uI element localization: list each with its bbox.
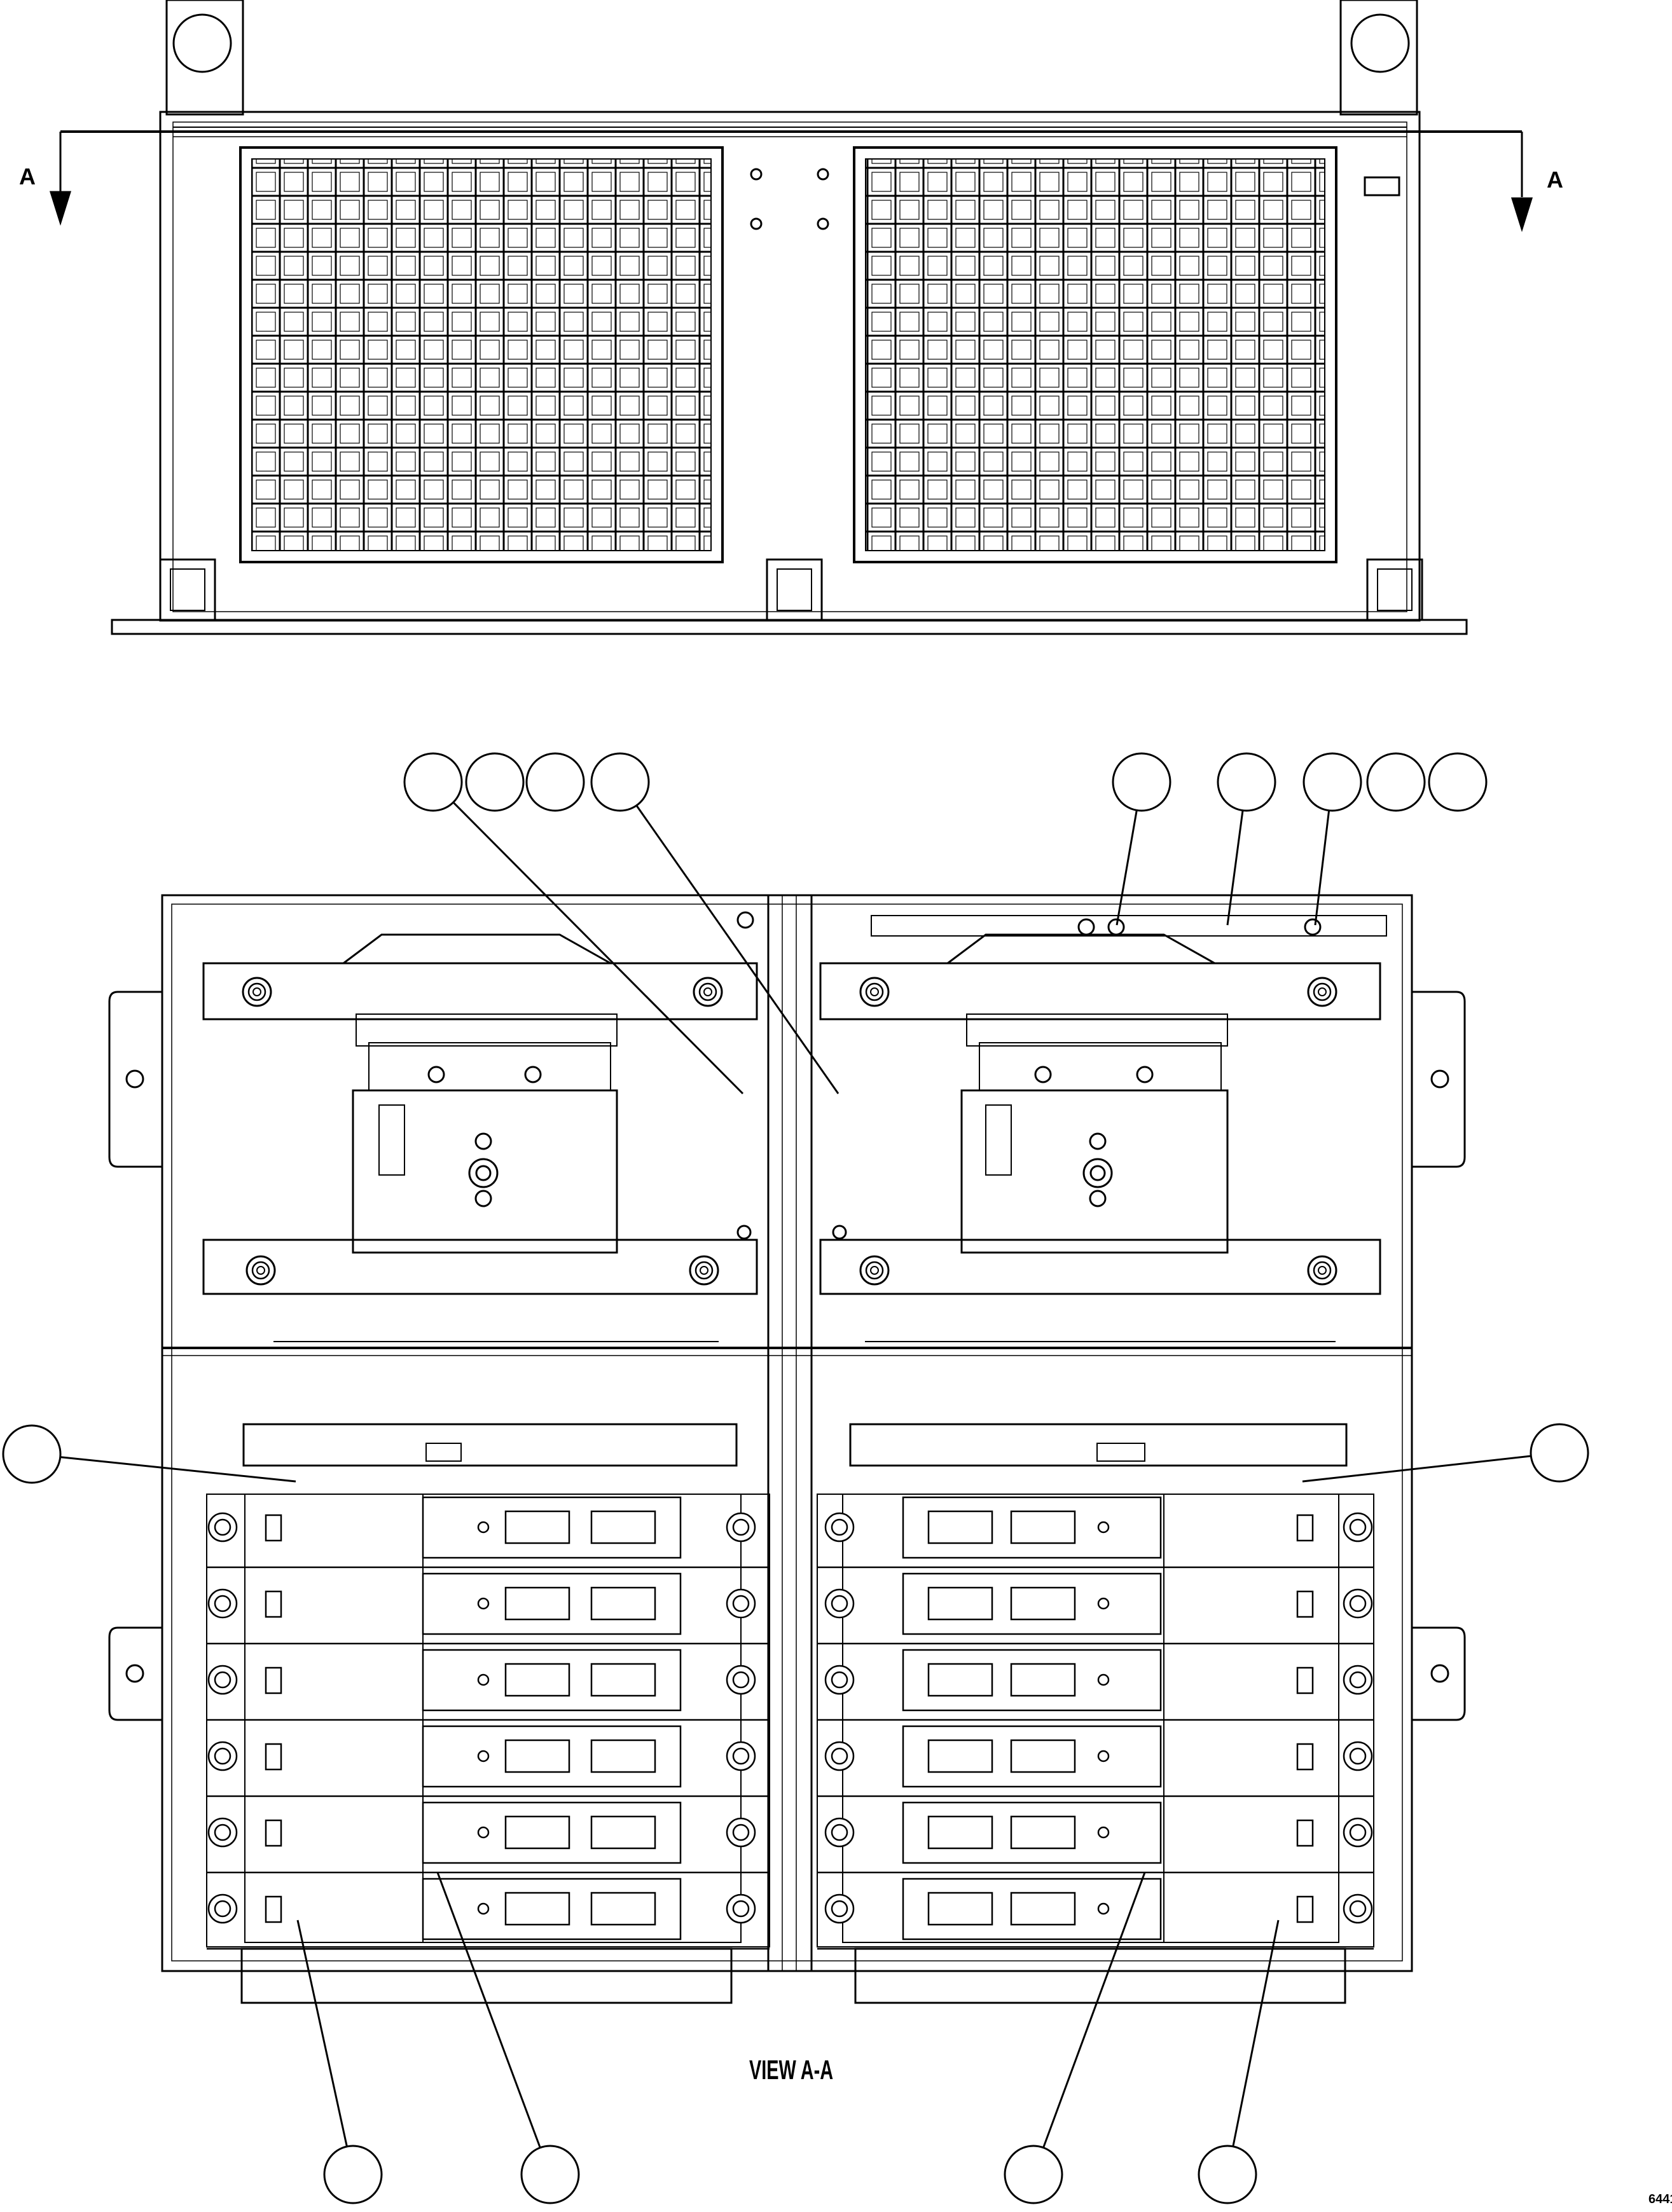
callout-balloon xyxy=(1004,2145,1063,2204)
lifting-eye-left xyxy=(165,0,244,116)
view-a-a xyxy=(108,894,1466,2004)
top-view xyxy=(49,0,1533,635)
module-row-right xyxy=(817,1649,1374,1721)
leader-line xyxy=(1226,1920,1280,2175)
leader-line xyxy=(1032,1872,1146,2175)
section-label-left: A xyxy=(19,163,36,189)
module-row-right xyxy=(817,1801,1374,1874)
callout-balloon xyxy=(525,752,585,812)
lower-bay-right xyxy=(817,1423,1374,2004)
grill-right xyxy=(853,146,1337,563)
module-row-left xyxy=(207,1572,770,1645)
callout-balloon xyxy=(1428,752,1488,812)
callout-balloon xyxy=(323,2145,383,2204)
leader-line xyxy=(619,781,839,1094)
module-row-left xyxy=(207,1496,770,1569)
module-rows xyxy=(207,1496,1374,1950)
module-row-left xyxy=(207,1801,770,1874)
module-row-right xyxy=(817,1725,1374,1797)
callout-balloon xyxy=(403,752,463,812)
upper-bay-right xyxy=(819,915,1387,1342)
callout-balloon xyxy=(520,2145,580,2204)
module-row-left xyxy=(207,1725,770,1797)
lower-bay-left xyxy=(206,1423,770,2004)
module-row-right xyxy=(817,1572,1374,1645)
callouts xyxy=(2,752,1589,2204)
section-label-right: A xyxy=(1547,167,1563,193)
drawing-number: 64415 xyxy=(1648,2192,1672,2206)
section-frame xyxy=(161,894,1413,1972)
grill-left xyxy=(239,146,724,563)
view-title: VIEW A-A xyxy=(749,2054,833,2085)
callout-balloon xyxy=(465,752,525,812)
leader-line xyxy=(31,1453,296,1483)
section-line-a-a xyxy=(49,130,1533,233)
callout-balloon xyxy=(1217,752,1276,812)
leader-line xyxy=(296,1920,354,2175)
lifting-eye-right xyxy=(1339,0,1418,116)
callout-balloon xyxy=(1198,2145,1257,2204)
module-row-right xyxy=(817,1496,1374,1569)
callout-balloon xyxy=(1366,752,1426,812)
leader-line xyxy=(1302,1452,1560,1483)
callout-balloon xyxy=(1112,752,1171,812)
callout-balloon xyxy=(590,752,650,812)
module-row-left xyxy=(207,1878,770,1950)
callout-balloon xyxy=(2,1424,62,1484)
callout-balloon xyxy=(1302,752,1362,812)
leader-line xyxy=(432,781,744,1095)
module-row-left xyxy=(207,1649,770,1721)
leader-line xyxy=(436,1872,551,2175)
upper-bay-left xyxy=(202,933,758,1342)
module-row-right xyxy=(817,1878,1374,1950)
callout-balloon xyxy=(1530,1423,1589,1483)
